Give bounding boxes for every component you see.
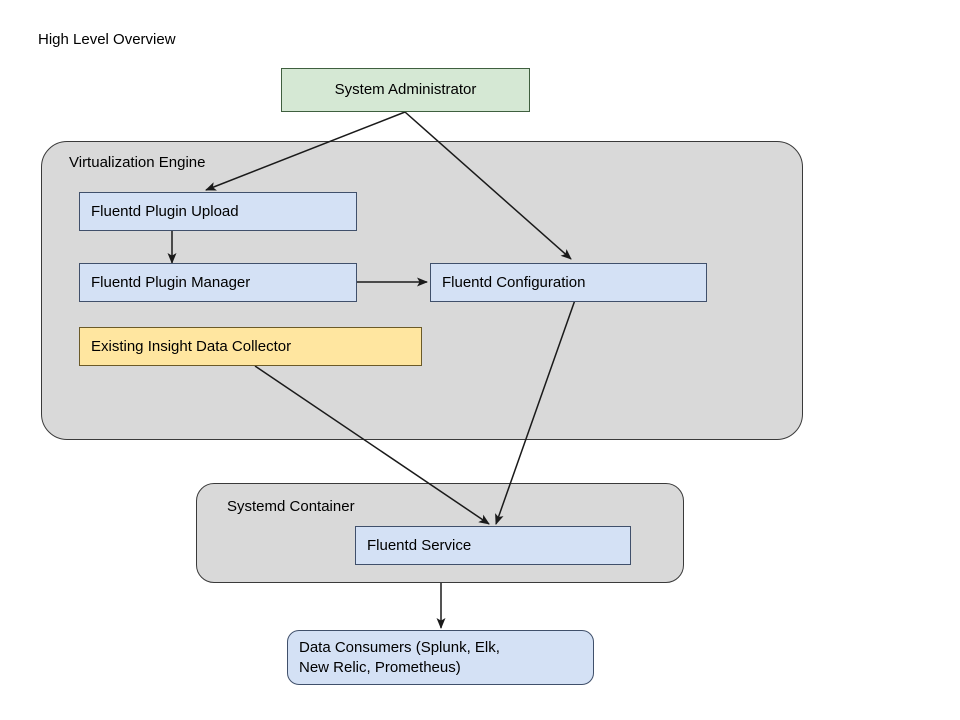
node-label-fluentd-plugin-upload: Fluentd Plugin Upload: [91, 202, 239, 220]
node-system-administrator[interactable]: System Administrator: [281, 68, 530, 112]
node-data-consumers[interactable]: Data Consumers (Splunk, Elk, New Relic, …: [287, 630, 594, 685]
node-label-fluentd-service: Fluentd Service: [367, 536, 472, 554]
group-label-virtualization-engine: Virtualization Engine: [69, 154, 206, 171]
node-label-system-administrator: System Administrator: [334, 81, 477, 99]
page-title: High Level Overview: [38, 31, 176, 48]
node-label-existing-insight-data-collector: Existing Insight Data Collector: [91, 337, 292, 355]
node-fluentd-service[interactable]: Fluentd Service: [355, 526, 631, 565]
node-label-fluentd-configuration: Fluentd Configuration: [442, 273, 586, 291]
node-label-data-consumers-line1: Data Consumers (Splunk, Elk,: [299, 639, 500, 657]
node-fluentd-plugin-upload[interactable]: Fluentd Plugin Upload: [79, 192, 357, 231]
node-existing-insight-data-collector[interactable]: Existing Insight Data Collector: [79, 327, 422, 366]
group-label-systemd-container: Systemd Container: [227, 498, 355, 515]
node-label-data-consumers-line2: New Relic, Prometheus): [299, 658, 461, 676]
node-fluentd-configuration[interactable]: Fluentd Configuration: [430, 263, 707, 302]
node-label-data-consumers: Data Consumers (Splunk, Elk, New Relic, …: [299, 638, 500, 676]
node-fluentd-plugin-manager[interactable]: Fluentd Plugin Manager: [79, 263, 357, 302]
node-label-fluentd-plugin-manager: Fluentd Plugin Manager: [91, 273, 251, 291]
